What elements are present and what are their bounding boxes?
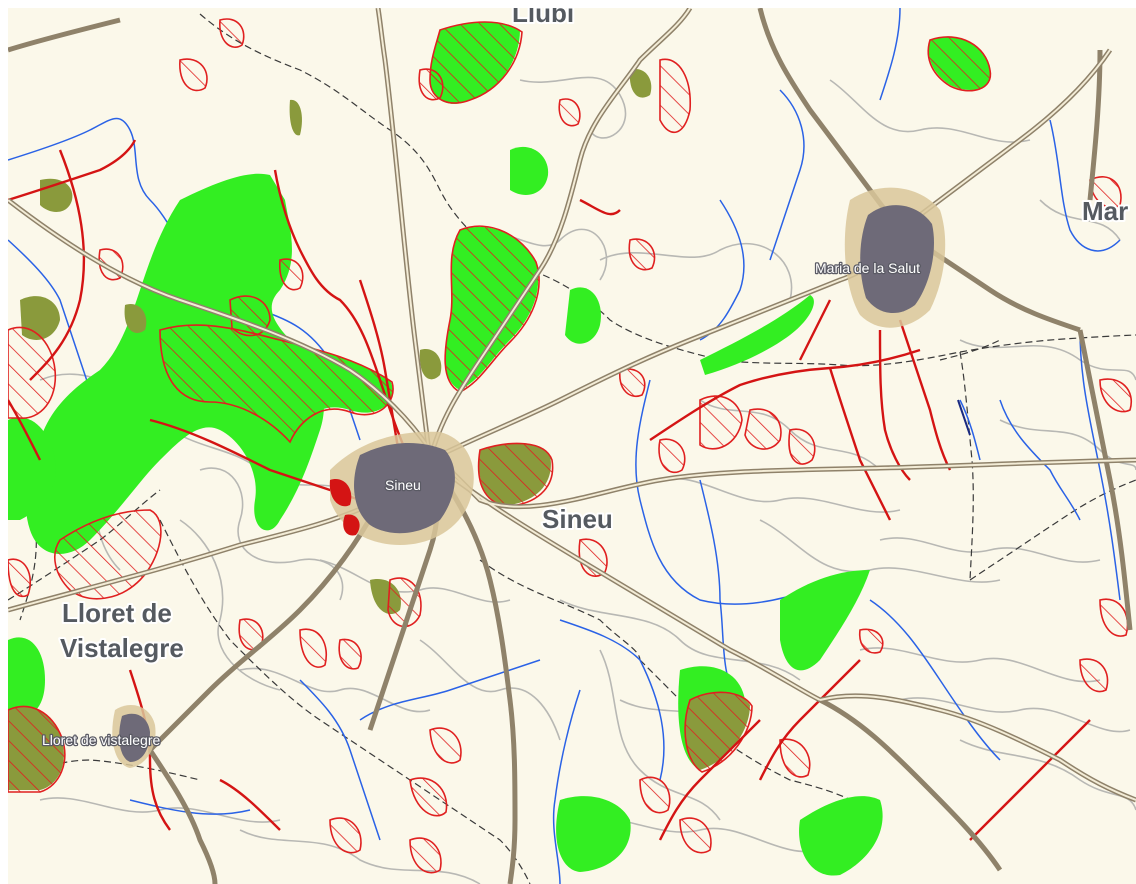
municipality-label-llubi: Llubí: [512, 0, 575, 28]
municipality-label-lloret-line1: Lloret de: [62, 598, 172, 628]
municipality-label-lloret-line2: Vistalegre: [60, 633, 184, 663]
main-roads: [8, 8, 1136, 884]
municipality-labels: Lloret de Vistalegre Sineu Llubí Mar: [58, 0, 1130, 665]
map-background: [8, 8, 1136, 884]
contour-lines: [39, 76, 1136, 884]
town-label-sineu: Sineu: [385, 477, 421, 493]
municipality-label-sineu: Sineu: [542, 504, 613, 534]
town-label-lloret-de-vistalegre: Lloret de vistalegre: [42, 732, 161, 748]
town-label-maria-de-la-salut: Maria de la Salut: [815, 260, 920, 276]
stream-segment: [957, 399, 971, 436]
urban-areas: [112, 187, 946, 768]
municipality-label-maria: Mar: [1082, 196, 1128, 226]
town-labels: Sineu Maria de la Salut Lloret de vistal…: [41, 259, 922, 750]
red-roads: [8, 139, 1091, 841]
